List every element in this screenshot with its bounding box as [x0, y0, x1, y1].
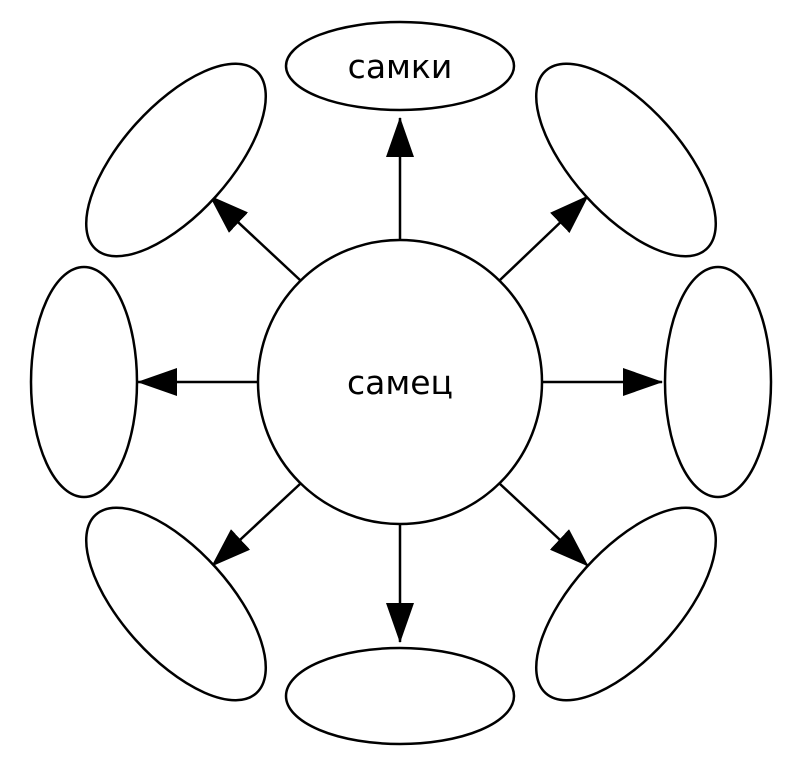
target-bottom-left: [84, 506, 268, 702]
arrow-top-right: [499, 195, 589, 281]
arrow-top-left: [209, 195, 301, 281]
target-top-right: [534, 62, 718, 258]
center-node: [256, 238, 544, 526]
target-right: [663, 265, 773, 499]
arrow-bottom-right: [499, 483, 589, 567]
center-label: самец: [347, 363, 453, 402]
target-bottom: [284, 646, 516, 746]
target-top-label: самки: [348, 47, 453, 86]
target-top: самки: [284, 20, 516, 112]
target-bottom-right: [534, 506, 718, 702]
arrow-bottom-left: [211, 483, 301, 567]
target-left: [29, 265, 139, 499]
target-top-left: [84, 62, 268, 258]
